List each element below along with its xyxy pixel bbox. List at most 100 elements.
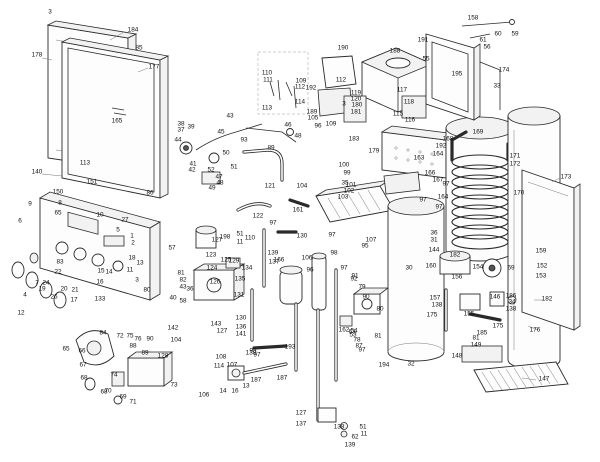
callout-number: 127	[295, 409, 307, 417]
callout-number: 165	[111, 117, 123, 125]
callout-number: 51	[230, 163, 238, 171]
callout-number: 158	[467, 14, 479, 22]
callout-number: 56	[483, 43, 491, 51]
callout-number: 90	[146, 335, 154, 343]
callout-number: 44	[174, 136, 182, 144]
callout-number: 93	[240, 136, 248, 144]
callout-number: 96	[314, 122, 322, 130]
callout-number: 97	[435, 203, 443, 211]
callout-number: 80	[143, 286, 151, 294]
lower-right-fittings	[439, 250, 517, 363]
burner-plate	[380, 125, 458, 179]
callout-number: 141	[235, 330, 247, 338]
callout-number: 119	[350, 89, 362, 97]
callout-number: 20	[60, 285, 68, 293]
leader-lines	[41, 31, 561, 381]
callout-number: 151	[86, 178, 98, 186]
callout-number: 81	[177, 269, 185, 277]
callout-number: 104	[296, 182, 308, 190]
callout-number: 71	[129, 398, 137, 406]
callout-number: 166	[273, 256, 285, 264]
front-cover-panel	[60, 37, 170, 199]
callout-number: 42	[188, 166, 196, 174]
bottom-fittings	[227, 344, 348, 438]
callout-number: 104	[170, 336, 182, 344]
callout-number: 86	[146, 189, 154, 197]
callout-number: 157	[429, 294, 441, 302]
callout-number: 108	[215, 353, 227, 361]
callout-number: 114	[294, 98, 306, 106]
callout-number: 110	[244, 234, 256, 242]
callout-number: 67	[79, 361, 87, 369]
callout-number: 81	[472, 334, 480, 342]
callout-number: 154	[472, 263, 484, 271]
callout-number: 21	[71, 286, 79, 294]
callout-number: 166	[424, 169, 436, 177]
callout-number: 114	[213, 362, 225, 370]
callout-number: 55	[422, 55, 430, 63]
vertical-pipework	[250, 228, 338, 422]
callout-number: 74	[110, 371, 118, 379]
callout-number: 89	[267, 144, 275, 152]
callout-number: 84	[99, 329, 107, 337]
callout-number: 32	[407, 360, 415, 368]
callout-number: 107	[226, 361, 238, 369]
callout-number: 1	[130, 232, 134, 240]
callout-number: 113	[79, 159, 91, 167]
callout-number: 162	[338, 326, 350, 334]
callout-number: 33	[493, 82, 501, 90]
callout-number: 177	[148, 63, 160, 71]
callout-number: 134	[241, 264, 253, 272]
callout-number: 54	[350, 327, 358, 335]
callout-number: 73	[170, 381, 178, 389]
callout-number: 43	[179, 283, 187, 291]
callout-number: 164	[432, 150, 444, 158]
callout-number: 187	[276, 374, 288, 382]
callout-number: 96	[306, 266, 314, 274]
callout-number: 106	[301, 254, 313, 262]
callout-number: 194	[378, 361, 390, 369]
callout-number: 12	[17, 309, 25, 317]
callout-number: 63	[348, 328, 356, 336]
callout-number: 43	[226, 112, 234, 120]
callout-number: 137	[268, 258, 280, 266]
callout-number: 138	[431, 301, 443, 309]
callout-number: 129	[228, 257, 240, 265]
callout-number: 105	[307, 114, 319, 122]
callout-number: 36	[430, 229, 438, 237]
ignition-electrodes	[179, 123, 297, 185]
callout-number: 68	[100, 388, 108, 396]
callout-number: 99	[343, 169, 351, 177]
callout-number: 69	[119, 393, 127, 401]
callout-number: 97	[442, 180, 450, 188]
control-panel-fascia	[38, 191, 162, 301]
callout-number: 186	[505, 292, 517, 300]
callout-number: 19	[38, 285, 46, 293]
callout-number: 120	[350, 95, 362, 103]
callout-number: 150	[52, 188, 64, 196]
callout-number: 159	[535, 247, 547, 255]
callout-number: 175	[492, 322, 504, 330]
callout-number: 85	[135, 44, 143, 52]
callout-number: 100	[338, 161, 350, 169]
callout-number: 11	[126, 266, 134, 274]
callout-number: 48	[216, 179, 224, 187]
callout-number: 138	[505, 305, 517, 313]
callout-number: 34	[508, 298, 516, 306]
callout-number: 175	[426, 311, 438, 319]
callout-number: 113	[261, 104, 273, 112]
callout-number: 191	[417, 36, 429, 44]
callout-number: 97	[340, 264, 348, 272]
callout-number: 122	[252, 212, 264, 220]
fan-hood-assembly	[317, 47, 435, 123]
callout-number: 171	[509, 152, 521, 160]
callout-number: 14	[219, 387, 227, 395]
callout-number: 109	[295, 77, 307, 85]
callout-number: 139	[344, 441, 356, 449]
callout-number: 22	[54, 268, 62, 276]
callout-number: 8	[58, 199, 62, 207]
callout-number: 138	[333, 423, 345, 431]
callout-number: 61	[479, 36, 487, 44]
